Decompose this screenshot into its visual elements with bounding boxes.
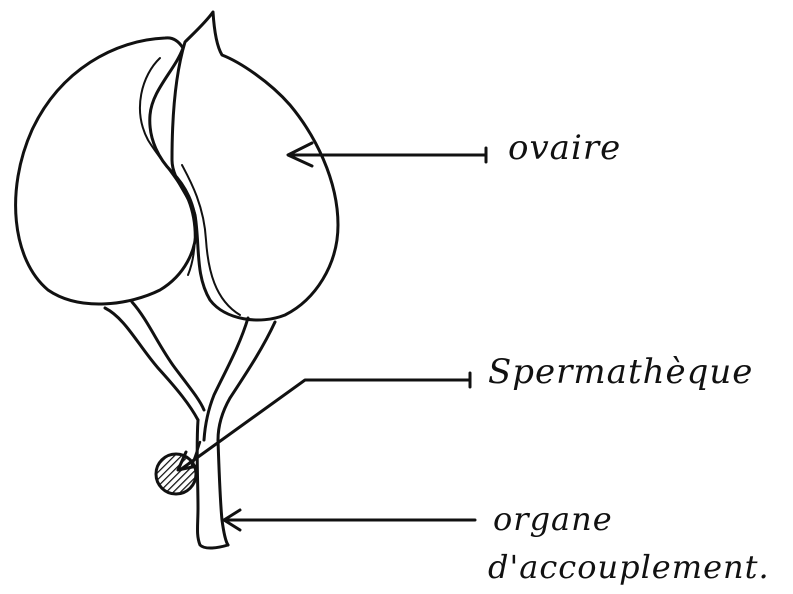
left-lobe-inner-edge: [140, 58, 195, 275]
spermatheca: [156, 454, 196, 494]
spermatheque-pointer-line: [180, 380, 470, 470]
organe-label-line1: organe: [493, 500, 613, 538]
common-oviduct-right: [218, 440, 228, 545]
spermatheque-label: Spermathèque: [488, 352, 753, 392]
left-oviduct: [105, 308, 198, 420]
right-lobe-inner-edge: [182, 165, 240, 315]
organe-label-line2: d'accouplement.: [488, 548, 770, 586]
ovaire-label: ovaire: [508, 128, 621, 168]
left-oviduct-inner: [132, 302, 204, 410]
